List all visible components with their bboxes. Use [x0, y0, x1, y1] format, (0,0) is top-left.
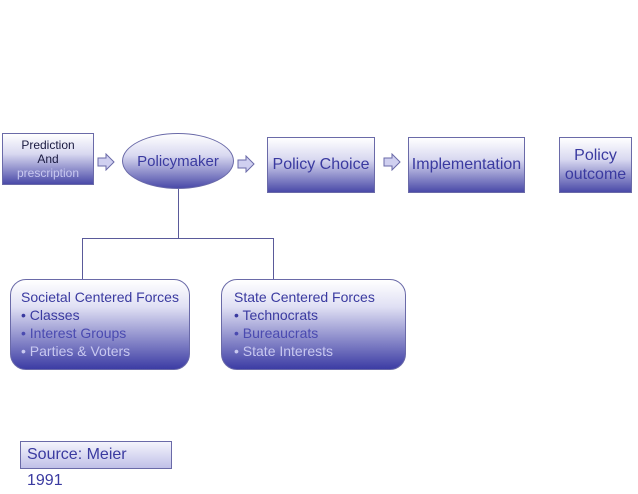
- connector-vertical-main: [178, 189, 179, 238]
- state-forces-box: State Centered Forces • Technocrats • Bu…: [221, 279, 406, 370]
- source-caption: Source: Meier 1991: [20, 441, 172, 489]
- policymaker-node: Policymaker: [122, 133, 234, 189]
- societal-item-parties-voters: • Parties & Voters: [21, 343, 131, 359]
- policy-outcome-line2: outcome: [564, 166, 627, 183]
- state-item-bureaucrats: • Bureaucrats: [234, 325, 319, 341]
- implementation-box: Implementation: [408, 137, 525, 193]
- societal-forces-box: Societal Centered Forces • Classes • Int…: [10, 279, 190, 370]
- policymaker-label: Policymaker: [137, 152, 219, 170]
- arrow-right-icon: [97, 153, 115, 171]
- policy-choice-label: Policy Choice: [272, 156, 370, 173]
- prediction-label-line1: Prediction: [21, 138, 75, 152]
- societal-forces-title: Societal Centered Forces: [21, 289, 179, 305]
- state-item-state-interests: • State Interests: [234, 343, 334, 359]
- societal-item-interest-groups: • Interest Groups: [21, 325, 127, 341]
- state-item-technocrats: • Technocrats: [234, 307, 319, 323]
- prediction-label-line3: prescription: [16, 166, 80, 180]
- arrow-right-icon: [237, 155, 255, 173]
- connector-horizontal: [82, 238, 274, 239]
- prediction-label-line2: And: [37, 152, 59, 166]
- policy-outcome-box: Policy outcome: [559, 137, 632, 193]
- connector-right-drop: [273, 238, 274, 280]
- connector-left-drop: [82, 238, 83, 280]
- state-forces-title: State Centered Forces: [234, 289, 375, 305]
- policy-choice-box: Policy Choice: [267, 137, 375, 193]
- prediction-box: Prediction And prescription: [2, 133, 94, 185]
- policy-outcome-line1: Policy: [574, 147, 617, 164]
- arrow-right-icon: [383, 153, 401, 171]
- societal-item-classes: • Classes: [21, 307, 80, 323]
- implementation-label: Implementation: [411, 156, 522, 173]
